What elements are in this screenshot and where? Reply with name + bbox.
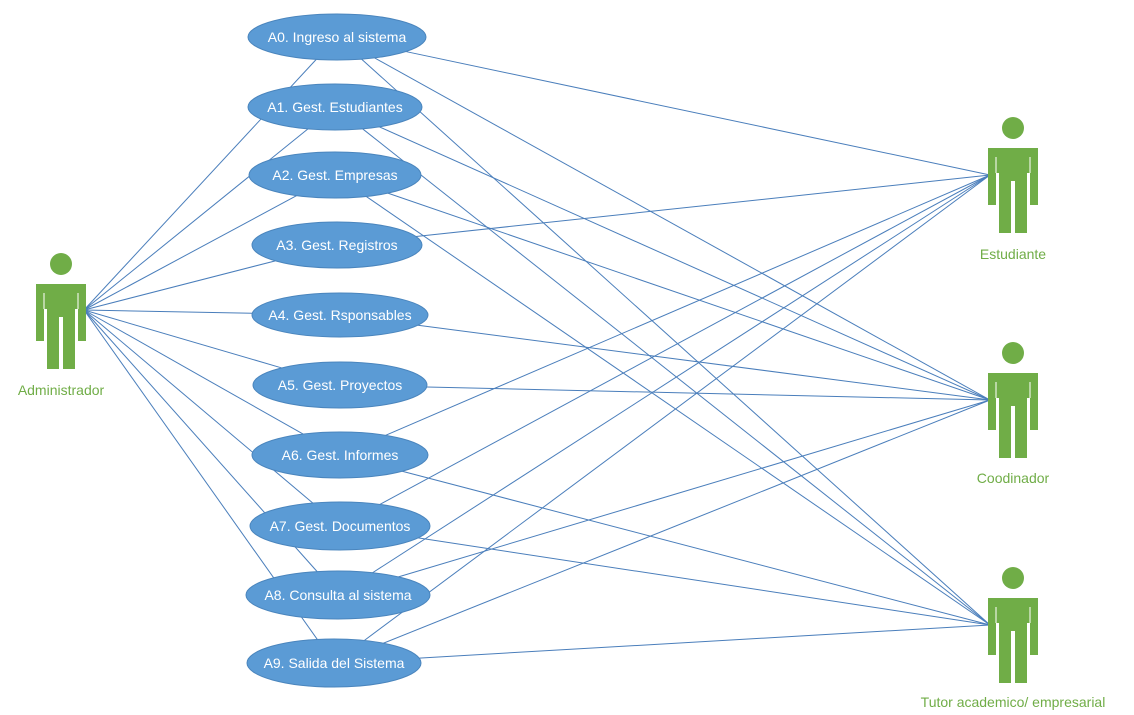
use-case-a1[interactable]: A1. Gest. Estudiantes (247, 83, 423, 131)
association-coordinador-A1 (379, 126, 991, 401)
actor-coordinador[interactable]: Coodinador (977, 342, 1050, 486)
association-coordinador-A5 (426, 386, 991, 401)
actor-admin[interactable]: Administrador (18, 253, 105, 398)
association-tutor-A7 (418, 537, 991, 626)
association-tutor-A1 (362, 128, 991, 626)
use-case-label: A5. Gest. Proyectos (278, 377, 403, 393)
association-estudiante-A3 (415, 174, 991, 238)
use-case-ellipse (251, 221, 423, 269)
use-case-a3[interactable]: A3. Gest. Registros (251, 221, 423, 269)
use-case-ellipse (252, 361, 428, 409)
association-coordinador-A8 (398, 399, 991, 578)
use-case-a0[interactable]: A0. Ingreso al sistema (247, 13, 427, 61)
association-tutor-A6 (402, 470, 991, 626)
use-case-label: A8. Consulta al sistema (264, 587, 411, 603)
association-admin-A5 (83, 309, 282, 369)
actor-label: Coodinador (977, 470, 1050, 486)
use-case-label: A4. Gest. Rsponsables (268, 307, 411, 323)
association-admin-A4 (83, 309, 253, 314)
association-admin-A3 (83, 260, 276, 311)
association-coordinador-A9 (383, 399, 991, 644)
actor-label: Tutor academico/ empresarial (921, 694, 1106, 710)
actor-label: Estudiante (980, 246, 1046, 262)
use-case-ellipse (246, 638, 422, 688)
association-estudiante-A7 (379, 174, 991, 505)
use-case-label: A2. Gest. Empresas (272, 167, 397, 183)
association-estudiante-A0 (405, 51, 991, 176)
use-case-label: A9. Salida del Sistema (264, 655, 405, 671)
association-admin-A1 (83, 128, 309, 311)
association-coordinador-A4 (417, 324, 991, 401)
person-icon (988, 342, 1038, 458)
actor-tutor[interactable]: Tutor academico/ empresarial (921, 567, 1106, 710)
association-tutor-A2 (365, 196, 991, 626)
association-estudiante-A9 (363, 174, 991, 641)
use-case-a6[interactable]: A6. Gest. Informes (251, 431, 429, 479)
use-case-a2[interactable]: A2. Gest. Empresas (248, 151, 422, 199)
person-icon (36, 253, 86, 369)
use-case-ellipse (247, 13, 427, 61)
association-coordinador-A0 (374, 57, 991, 401)
association-admin-A7 (83, 309, 314, 504)
use-case-ellipse (245, 570, 431, 620)
person-icon (988, 117, 1038, 233)
association-lines (83, 51, 991, 659)
use-case-ellipse (251, 431, 429, 479)
use-case-ellipse (249, 501, 431, 551)
association-estudiante-A8 (372, 174, 991, 574)
use-case-label: A1. Gest. Estudiantes (267, 99, 402, 115)
association-estudiante-A6 (385, 174, 991, 436)
use-case-a5[interactable]: A5. Gest. Proyectos (252, 361, 428, 409)
association-admin-A6 (83, 309, 304, 435)
use-case-label: A3. Gest. Registros (276, 237, 397, 253)
use-case-label: A0. Ingreso al sistema (268, 29, 407, 45)
association-admin-A2 (83, 195, 297, 311)
person-icon (988, 567, 1038, 683)
use-case-a8[interactable]: A8. Consulta al sistema (245, 570, 431, 620)
use-case-a4[interactable]: A4. Gest. Rsponsables (251, 292, 429, 338)
use-case-ellipse (251, 292, 429, 338)
use-case-ellipse (247, 83, 423, 131)
association-tutor-A9 (419, 624, 991, 659)
actor-label: Administrador (18, 382, 105, 398)
use-case-a9[interactable]: A9. Salida del Sistema (246, 638, 422, 688)
use-case-label: A7. Gest. Documentos (270, 518, 411, 534)
actor-estudiante[interactable]: Estudiante (980, 117, 1046, 262)
association-tutor-A0 (361, 58, 991, 626)
use-case-ellipse (248, 151, 422, 199)
use-case-a7[interactable]: A7. Gest. Documentos (249, 501, 431, 551)
use-case-label: A6. Gest. Informes (282, 447, 399, 463)
